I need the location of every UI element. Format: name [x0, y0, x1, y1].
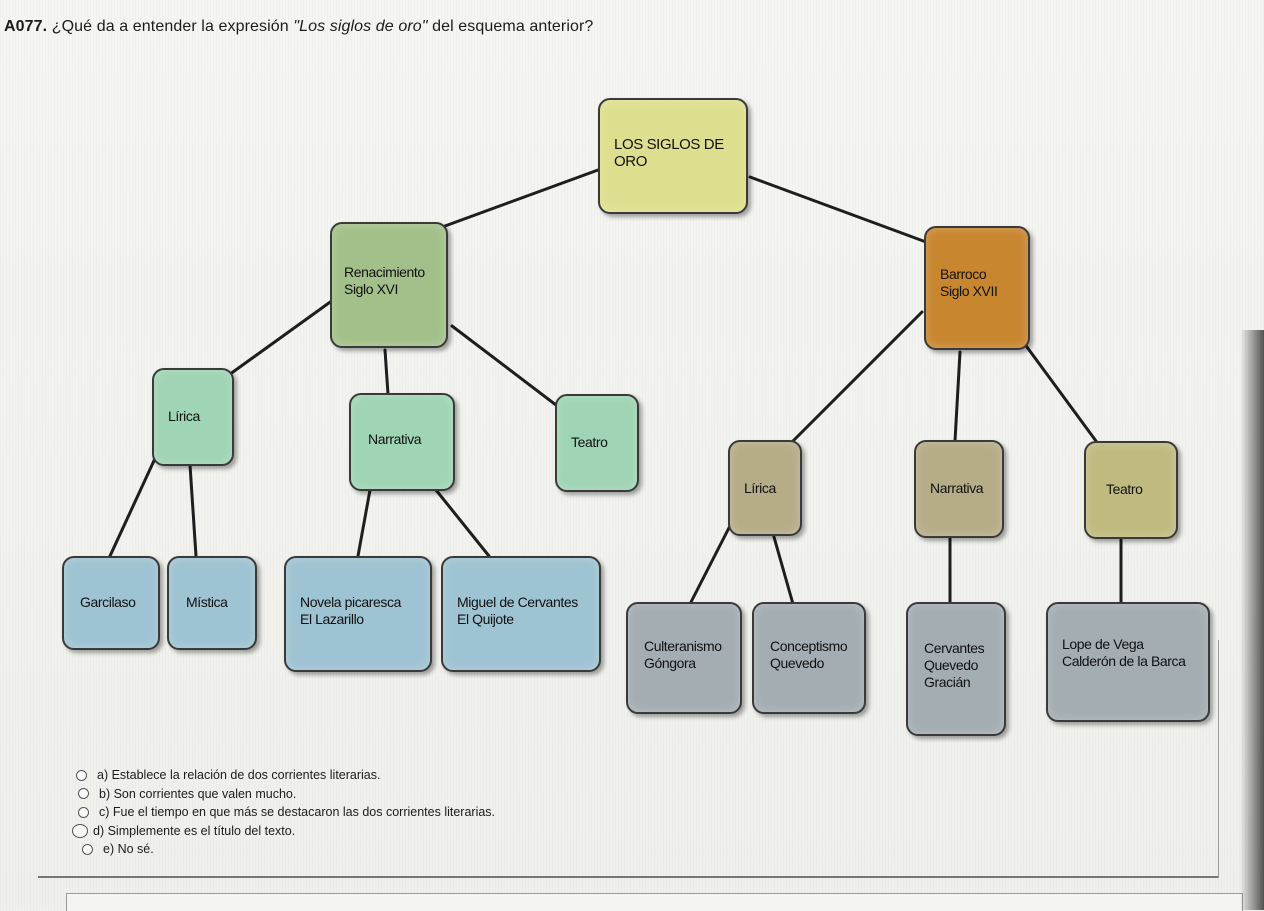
node-los-siglos-de-oro: LOS SIGLOS DE ORO	[598, 98, 748, 214]
node-barroco-lirica: Lírica	[728, 440, 802, 536]
node-label: Cervantes Quevedo Gracián	[924, 640, 985, 690]
node-label: Teatro	[571, 434, 608, 450]
node-label: Narrativa	[930, 480, 984, 496]
connector-ren-lirica	[224, 298, 335, 379]
node-label: Lope de Vega Calderón de la Barca	[1062, 636, 1186, 669]
node-garcilaso: Garcilaso	[62, 556, 160, 650]
node-label: Narrativa	[368, 431, 422, 447]
node-barroco-teatro-autores: Lope de Vega Calderón de la Barca	[1046, 602, 1210, 722]
option-d[interactable]: d) Simplemente es el título del texto.	[72, 822, 495, 841]
connector-ren-narrativa	[383, 348, 390, 396]
radio-e-icon[interactable]	[82, 843, 93, 855]
question-code: A077.	[4, 18, 48, 35]
node-label: Mística	[186, 594, 228, 610]
connector-barroco-teatro	[1022, 341, 1098, 443]
node-label: Conceptismo Quevedo	[770, 638, 848, 671]
node-conceptismo: Conceptismo Quevedo	[752, 602, 866, 714]
next-panel-edge	[66, 893, 1243, 911]
node-barroco-teatro: Teatro	[1084, 441, 1178, 539]
radio-b-icon[interactable]	[78, 788, 89, 800]
radio-c-icon[interactable]	[78, 806, 89, 818]
node-label: Lírica	[744, 480, 776, 496]
radio-a-icon[interactable]	[76, 769, 87, 781]
node-renacimiento-narrativa: Narrativa	[349, 393, 455, 491]
connector-lirica-conceptismo	[772, 535, 795, 606]
option-d-label: d) Simplemente es el título del texto.	[93, 823, 296, 838]
connector-barroco-narrativa	[953, 350, 962, 443]
radio-d-icon[interactable]	[72, 823, 88, 838]
node-label: Teatro	[1106, 481, 1143, 497]
option-b[interactable]: b) Son corrientes que valen mucho.	[78, 785, 495, 804]
page-shadow	[1240, 330, 1264, 910]
node-barroco-narrativa-autores: Cervantes Quevedo Gracián	[906, 602, 1006, 736]
node-barroco: Barroco Siglo XVII	[924, 226, 1030, 350]
question-prefix: ¿Qué da a entender la expresión	[51, 18, 294, 35]
connector-lirica-garcilaso	[108, 450, 160, 558]
node-miguel-de-cervantes: Miguel de Cervantes El Quijote	[441, 556, 601, 672]
node-label: Lírica	[168, 408, 200, 424]
connector-lirica-culteranismo	[688, 518, 735, 606]
node-label: Barroco Siglo XVII	[940, 266, 998, 299]
node-culteranismo: Culteranismo Góngora	[626, 602, 742, 714]
connector-root-renacimiento	[443, 168, 600, 228]
connector-root-barroco	[748, 175, 928, 244]
frame-edge	[1218, 640, 1219, 878]
option-b-label: b) Son corrientes que valen mucho.	[99, 786, 297, 801]
question-quote: "Los siglos de oro"	[293, 18, 428, 35]
connector-ren-teatro	[450, 324, 558, 407]
connector-narrativa-picaresca	[356, 488, 372, 558]
option-a-label: a) Establece la relación de dos corrient…	[97, 768, 381, 782]
question-suffix: del esquema anterior?	[427, 18, 594, 35]
node-label: Renacimiento Siglo XVI	[344, 264, 425, 297]
connector-narrativa-cervantes	[434, 488, 491, 558]
node-novela-picaresca: Novela picaresca El Lazarillo	[284, 556, 432, 672]
option-c-label: c) Fue el tiempo en que más se destacaro…	[99, 805, 496, 819]
answer-options: a) Establece la relación de dos corrient…	[72, 766, 495, 859]
option-e[interactable]: e) No sé.	[82, 840, 495, 859]
node-label: LOS SIGLOS DE ORO	[614, 136, 724, 170]
node-renacimiento: Renacimiento Siglo XVI	[330, 222, 448, 348]
connector-barroco-lirica	[791, 310, 924, 443]
node-barroco-narrativa: Narrativa	[914, 440, 1004, 538]
node-label: Novela picaresca El Lazarillo	[300, 594, 401, 627]
node-renacimiento-lirica: Lírica	[152, 368, 234, 466]
option-a[interactable]: a) Establece la relación de dos corrient…	[76, 766, 495, 785]
node-label: Miguel de Cervantes El Quijote	[457, 594, 578, 627]
option-e-label: e) No sé.	[103, 842, 154, 856]
connector-lirica-mistica	[188, 463, 198, 558]
node-label: Garcilaso	[80, 594, 136, 610]
option-c[interactable]: c) Fue el tiempo en que más se destacaro…	[78, 803, 495, 822]
node-renacimiento-teatro: Teatro	[555, 394, 639, 492]
node-label: Culteranismo Góngora	[644, 638, 722, 671]
node-mistica: Mística	[167, 556, 257, 650]
question-text: A077. ¿Qué da a entender la expresión "L…	[4, 18, 593, 36]
divider	[38, 876, 1218, 878]
